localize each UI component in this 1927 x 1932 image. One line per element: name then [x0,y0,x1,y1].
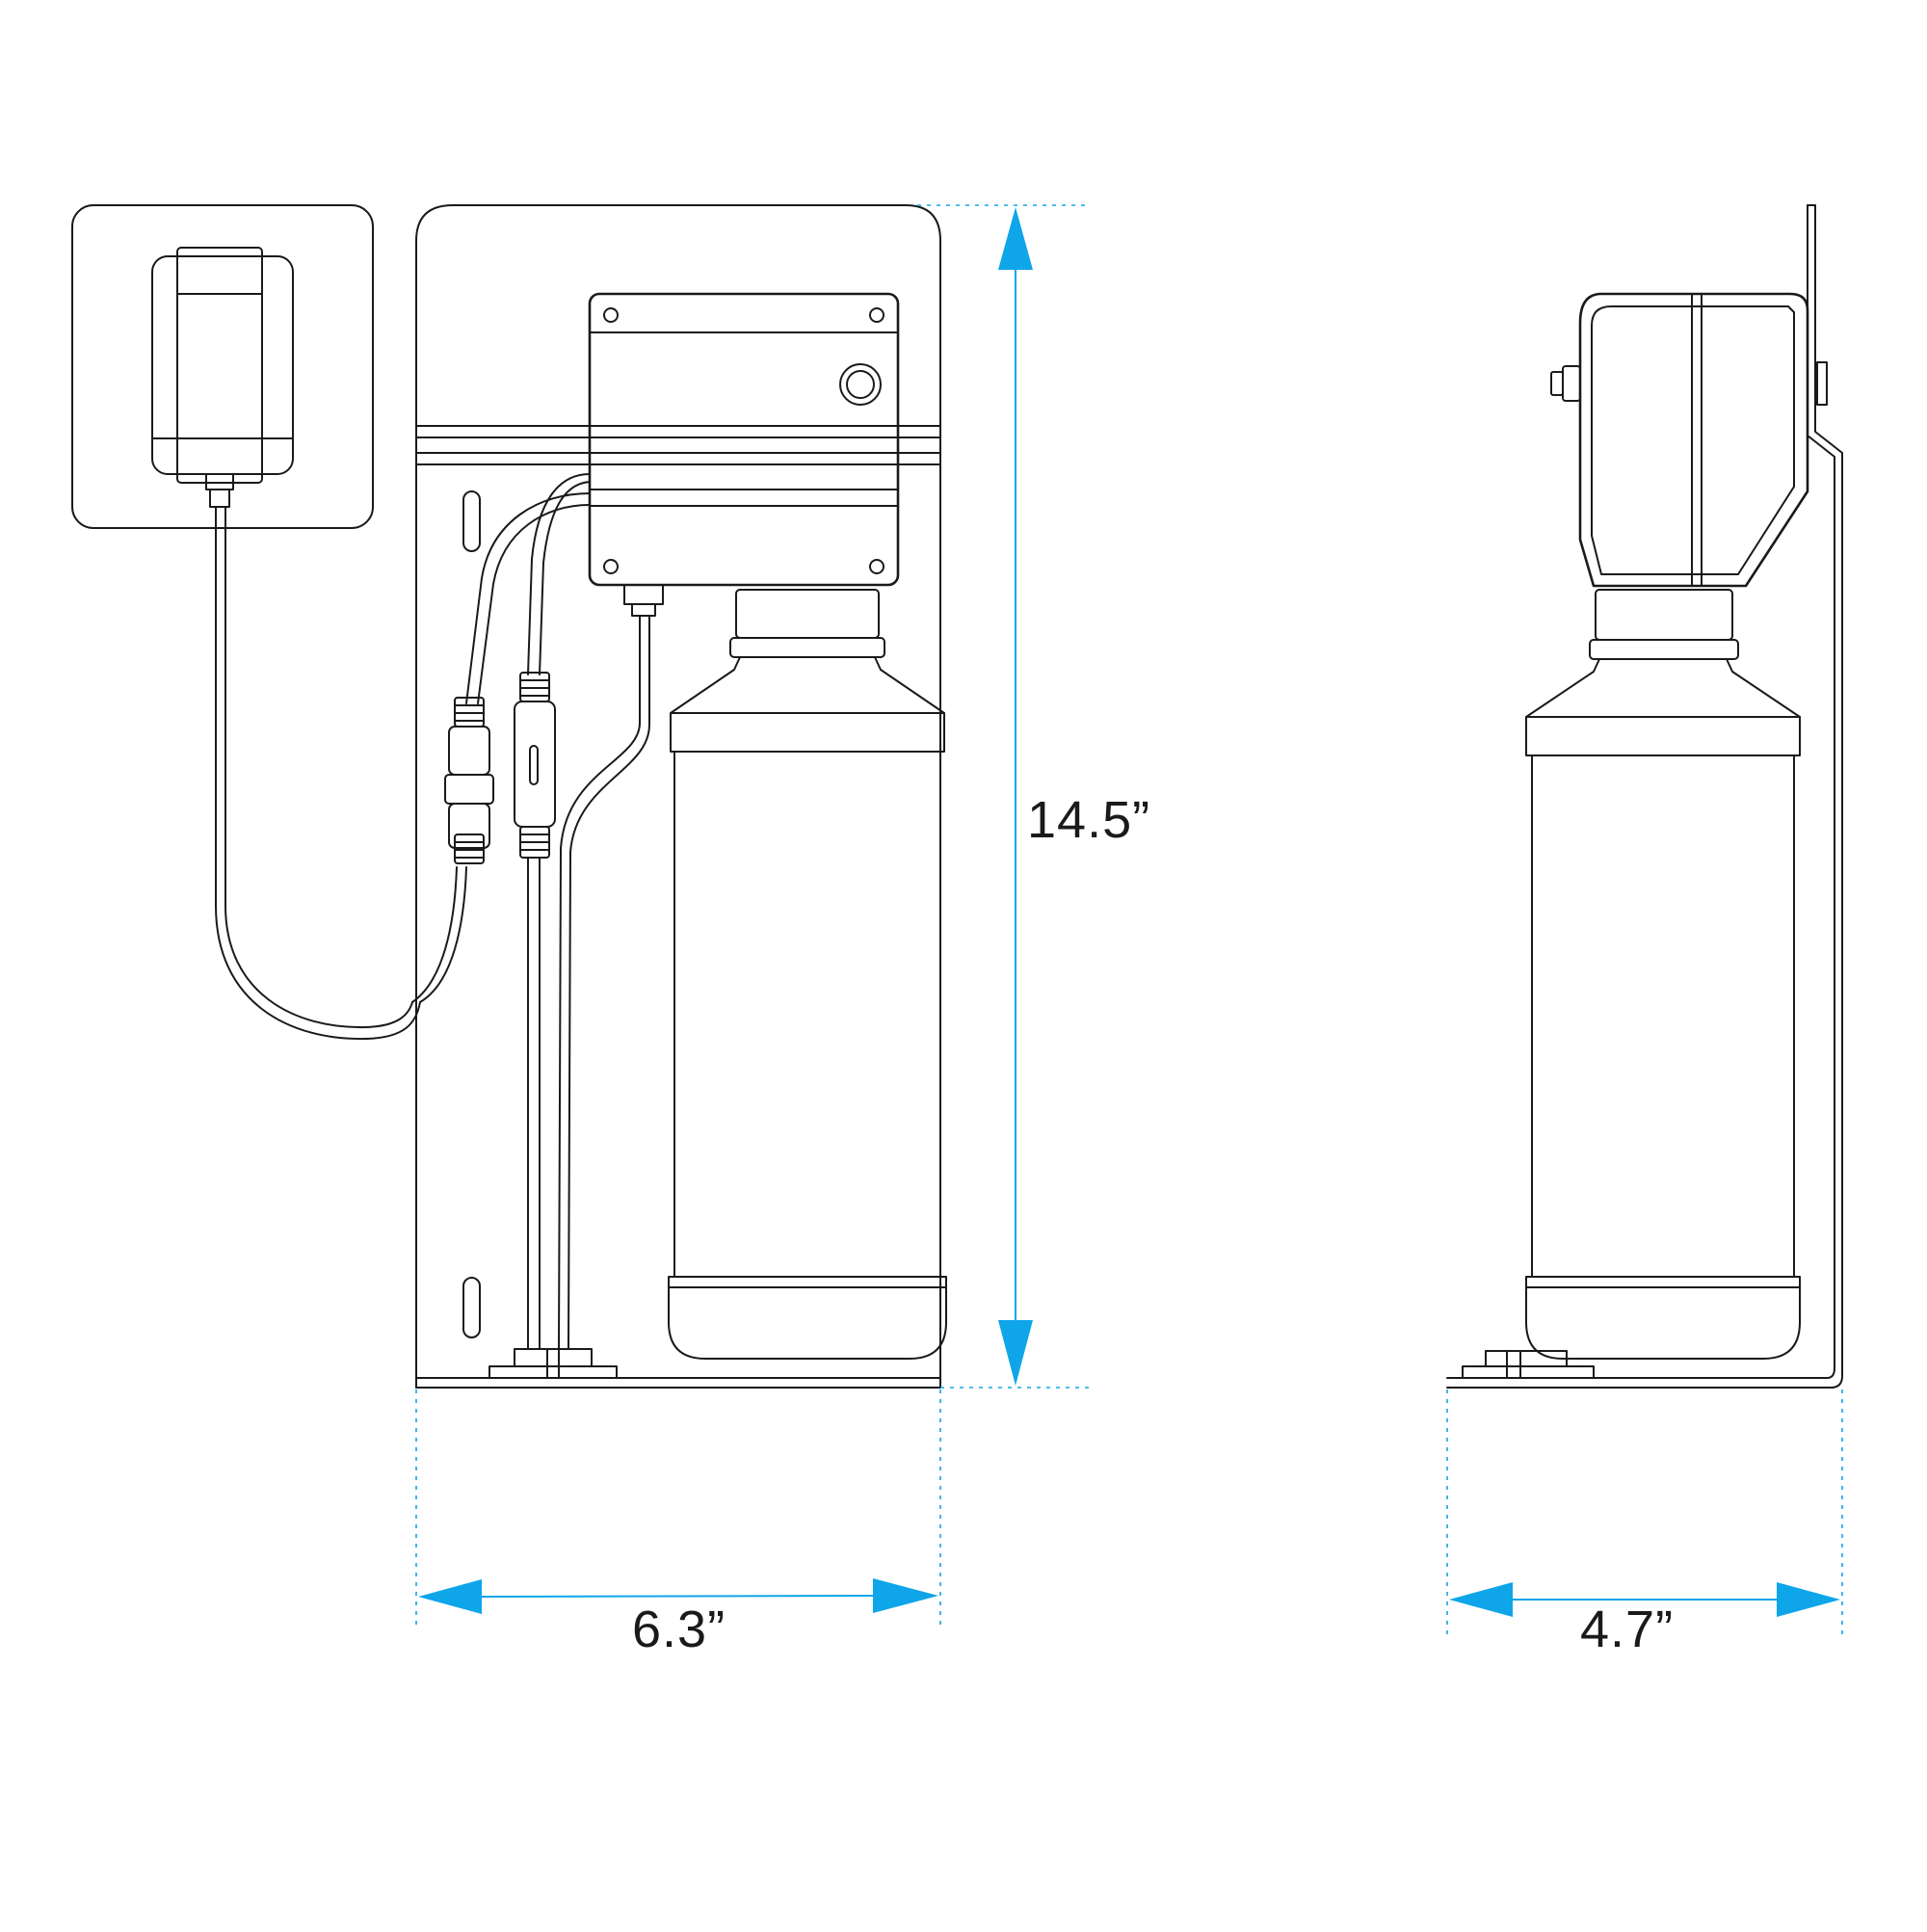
soap-bottle-front [668,589,947,1360]
wall-outlet-plate [71,204,374,529]
inline-connector-left [444,697,494,864]
sensor-button-icon [839,363,882,406]
front-mounting-plate [415,204,941,1389]
width-dimension-label: 6.3” [632,1601,726,1658]
inline-connector-right [514,672,556,859]
adapter-cable [215,506,467,1041]
base-fitting-front [488,1348,618,1379]
base-fitting-side [1462,1350,1595,1379]
control-box-port [623,584,664,617]
depth-dimension-label: 4.7” [1580,1601,1675,1658]
power-adapter [151,247,294,508]
tubes-and-cables [465,473,650,1350]
depth-dimension [1446,1389,1843,1638]
side-mounting-bracket [1446,204,1843,1389]
width-dimension [415,1389,941,1628]
control-box [588,292,900,587]
height-dimension-label: 14.5” [1027,791,1151,849]
soap-bottle-side [1525,589,1801,1360]
height-dimension [917,204,1095,1389]
control-box-side [1550,292,1809,588]
